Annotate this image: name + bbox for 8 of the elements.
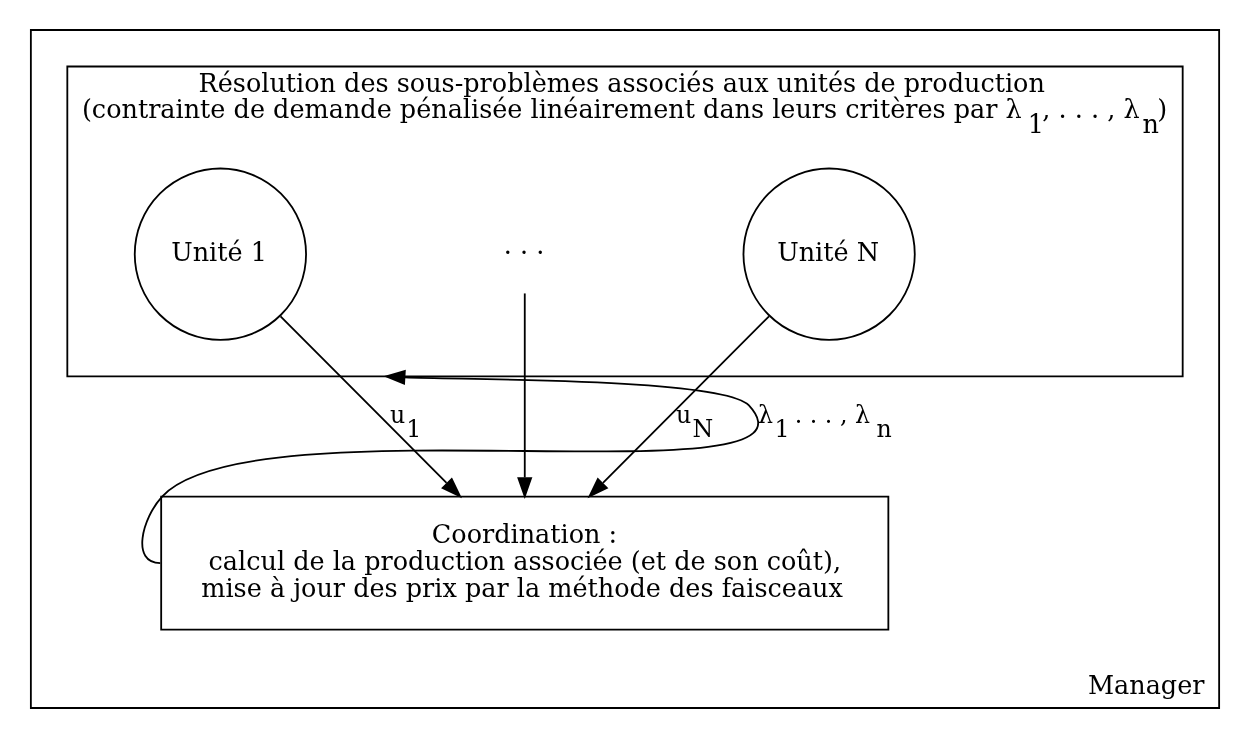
node-box: Coordination : calcul de la production associée (et de son coût), mise à jour des prix par la méthode des faisceaux (159, 495, 889, 631)
arrow (587, 315, 770, 499)
arrow (140, 369, 759, 564)
node-text: · · · (503, 236, 544, 267)
node-circle: Unité 1 (133, 167, 307, 341)
arrow (279, 315, 462, 499)
node-circle: Unité N (742, 167, 916, 341)
arrow (516, 292, 532, 500)
